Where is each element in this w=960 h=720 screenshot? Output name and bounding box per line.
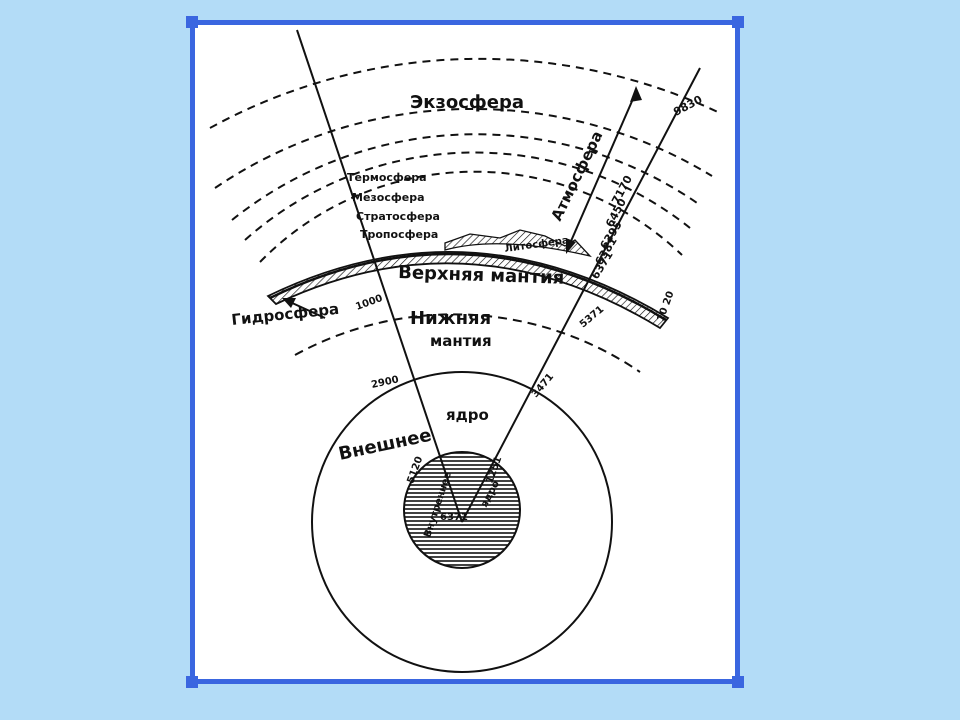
depth-1000: 1000 [354,293,384,313]
mesosphere-boundary [244,151,691,241]
frame-corner [186,676,198,688]
mesosphere-label: Мезосфера [352,191,425,204]
atmosphere-arrowhead-top [630,86,642,102]
frame-corner [732,16,744,28]
outer-core [311,371,613,673]
hydrosphere-arrowhead [282,298,296,308]
outer-core-label-2: ядро [446,406,489,424]
exosphere-outer-boundary [209,57,723,129]
atmosphere-arrow [567,91,637,249]
inner-core [403,451,521,569]
depth-5371: 5371 [578,304,606,330]
edge-marks: 10 20 [655,290,676,323]
sector-line-left [296,29,463,523]
depth-9830: 9830 [671,93,704,119]
exosphere-label: Экзосфера [410,92,524,113]
lower-mantle-label-1: Нижняя [410,308,491,329]
hydrosphere-label: Гидросфера [231,300,340,329]
depth-6371: 6371 [589,249,616,282]
frame-corner [186,16,198,28]
atmosphere-label: Атмосфера [547,128,606,224]
diagram-frame [186,16,744,688]
exosphere-boundary [214,107,713,189]
stratosphere-boundary [259,170,683,263]
lithosphere-band [266,251,670,330]
stratosphere-label: Стратосфера [356,210,440,223]
frame-corner [732,676,744,688]
upper-lower-mantle-boundary [294,313,641,373]
depth-6371-center: 6371 [440,512,468,523]
hydrosphere-arrow [289,301,326,319]
thermosphere-label: Термосфера [347,171,427,184]
upper-mantle-label: Верхняя мантия [398,262,565,289]
earth-surface [269,252,667,322]
lower-mantle-label-2: мантия [430,332,492,350]
troposphere-label: Тропосфера [360,228,438,241]
thermosphere-boundary [231,133,701,221]
continent-relief [444,229,592,258]
atmosphere-arrowhead-bottom [566,238,576,254]
sector-line-right [461,67,701,523]
